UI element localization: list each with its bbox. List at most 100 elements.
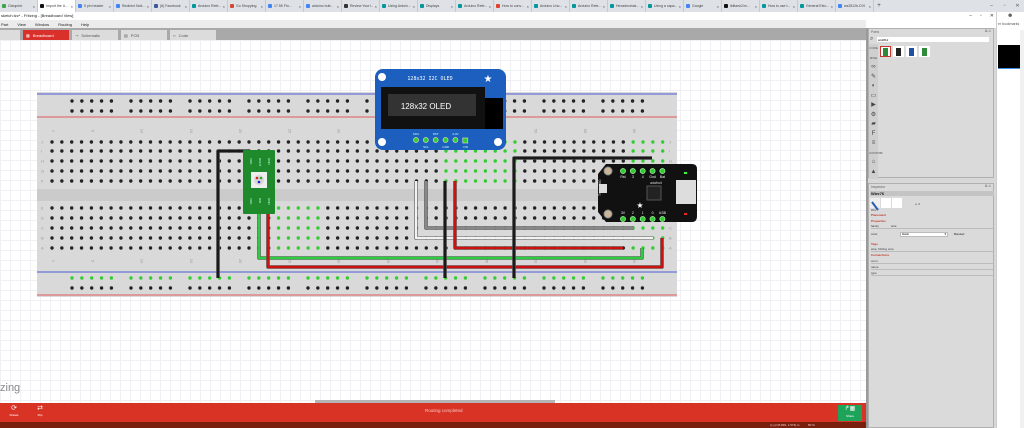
breadboard-hole[interactable] <box>227 140 231 144</box>
rail-hole[interactable] <box>306 109 310 113</box>
breadboard-hole[interactable] <box>286 206 291 210</box>
rail-hole[interactable] <box>99 286 104 290</box>
rail-hole[interactable] <box>168 276 173 280</box>
breadboard-hole[interactable] <box>276 159 281 163</box>
breadboard-hole[interactable] <box>119 246 123 250</box>
breadboard-hole[interactable] <box>523 206 527 210</box>
rail-hole[interactable] <box>571 109 576 113</box>
breadboard-hole[interactable] <box>542 149 547 153</box>
rail-hole[interactable] <box>80 286 84 290</box>
breadboard-hole[interactable] <box>237 236 241 240</box>
breadboard-hole[interactable] <box>198 216 202 220</box>
breadboard-hole[interactable] <box>582 159 586 163</box>
app-close-button[interactable]: ✕ <box>989 13 994 19</box>
breadboard-hole[interactable] <box>454 159 458 163</box>
rail-hole[interactable] <box>276 276 281 280</box>
new-tab-button[interactable]: + <box>877 3 881 9</box>
breadboard-hole[interactable] <box>532 140 537 144</box>
breadboard-hole[interactable] <box>158 140 163 144</box>
rail-hole[interactable] <box>208 99 212 103</box>
rail-hole[interactable] <box>552 276 556 280</box>
breadboard-hole[interactable] <box>119 226 123 230</box>
breadboard-hole[interactable] <box>99 226 103 230</box>
breadboard-hole[interactable] <box>50 169 54 173</box>
wire-white-scl[interactable] <box>414 181 653 240</box>
rail-hole[interactable] <box>453 286 458 290</box>
breadboard-hole[interactable] <box>395 179 399 183</box>
breadboard-hole[interactable] <box>158 246 163 250</box>
account-icon[interactable]: ☻ <box>1007 13 1014 19</box>
breadboard-hole[interactable] <box>326 149 330 153</box>
breadboard-hole[interactable] <box>60 179 64 183</box>
breadboard-hole[interactable] <box>168 149 172 153</box>
breadboard-hole[interactable] <box>483 216 488 220</box>
breadboard-hole[interactable] <box>345 179 350 183</box>
breadboard-hole[interactable] <box>276 149 281 153</box>
breadboard-hole[interactable] <box>286 159 291 163</box>
browser-tab[interactable]: Arduino Refe...× <box>456 0 494 12</box>
breadboard-hole[interactable] <box>50 226 54 230</box>
bookmarks-label[interactable]: er bookmarks <box>998 22 1020 26</box>
breadboard-hole[interactable] <box>316 236 320 240</box>
breadboard-hole[interactable] <box>129 216 133 220</box>
breadboard-hole[interactable] <box>424 159 428 163</box>
share-button[interactable]: ↱▦ Share <box>838 405 862 421</box>
breadboard-hole[interactable] <box>404 169 409 173</box>
breadboard-hole[interactable] <box>99 169 103 173</box>
rail-hole[interactable] <box>306 286 310 290</box>
breadboard-hole[interactable] <box>385 149 389 153</box>
parts-bin-tab[interactable]: ∞ <box>871 64 876 70</box>
rail-hole[interactable] <box>286 276 291 280</box>
breadboard-hole[interactable] <box>158 236 163 240</box>
breadboard-hole[interactable] <box>227 226 231 230</box>
rail-hole[interactable] <box>640 109 645 113</box>
breadboard-hole[interactable] <box>375 236 379 240</box>
breadboard-hole[interactable] <box>306 216 310 220</box>
breadboard-hole[interactable] <box>503 149 507 153</box>
rail-hole[interactable] <box>581 99 586 103</box>
rail-hole[interactable] <box>168 286 173 290</box>
breadboard-hole[interactable] <box>592 216 596 220</box>
rail-hole[interactable] <box>139 276 143 280</box>
rail-hole[interactable] <box>611 286 615 290</box>
rail-hole[interactable] <box>562 109 566 113</box>
rail-hole[interactable] <box>463 286 468 290</box>
rail-hole[interactable] <box>129 99 133 103</box>
breadboard-hole[interactable] <box>375 159 379 163</box>
panel-float-close-icons[interactable]: ⧉ ✕ <box>984 29 991 33</box>
breadboard-hole[interactable] <box>227 179 231 183</box>
browser-tab[interactable]: Review Your I...× <box>342 0 380 12</box>
rail-hole[interactable] <box>267 276 271 280</box>
rail-hole[interactable] <box>552 109 556 113</box>
rail-hole[interactable] <box>621 99 625 103</box>
breadboard-hole[interactable] <box>207 149 212 153</box>
breadboard-hole[interactable] <box>276 169 281 173</box>
breadboard-hole[interactable] <box>296 169 300 173</box>
breadboard-hole[interactable] <box>404 246 409 250</box>
rail-hole[interactable] <box>149 99 153 103</box>
tab-breadboard[interactable]: ▦ Breadboard <box>23 30 69 40</box>
breadboard-hole[interactable] <box>70 226 74 230</box>
rail-hole[interactable] <box>109 109 114 113</box>
parts-bin-tab[interactable]: ◐ <box>871 83 876 89</box>
breadboard-hole[interactable] <box>247 140 251 144</box>
breadboard-hole[interactable] <box>345 226 350 230</box>
breadboard-hole[interactable] <box>178 246 182 250</box>
rail-hole[interactable] <box>542 286 546 290</box>
rail-hole[interactable] <box>109 276 114 280</box>
breadboard-hole[interactable] <box>119 140 123 144</box>
browser-tab[interactable]: Displays× <box>418 0 456 12</box>
rail-hole[interactable] <box>512 109 517 113</box>
breadboard-hole[interactable] <box>79 179 84 183</box>
breadboard-hole[interactable] <box>464 179 468 183</box>
rail-hole[interactable] <box>621 286 625 290</box>
breadboard-hole[interactable] <box>138 149 143 153</box>
rail-hole[interactable] <box>208 109 212 113</box>
breadboard-hole[interactable] <box>89 226 94 230</box>
rail-hole[interactable] <box>630 276 635 280</box>
rail-hole[interactable] <box>70 276 74 280</box>
breadboard-hole[interactable] <box>207 236 212 240</box>
rail-hole[interactable] <box>276 286 281 290</box>
breadboard-hole[interactable] <box>158 216 163 220</box>
rail-hole[interactable] <box>571 276 576 280</box>
